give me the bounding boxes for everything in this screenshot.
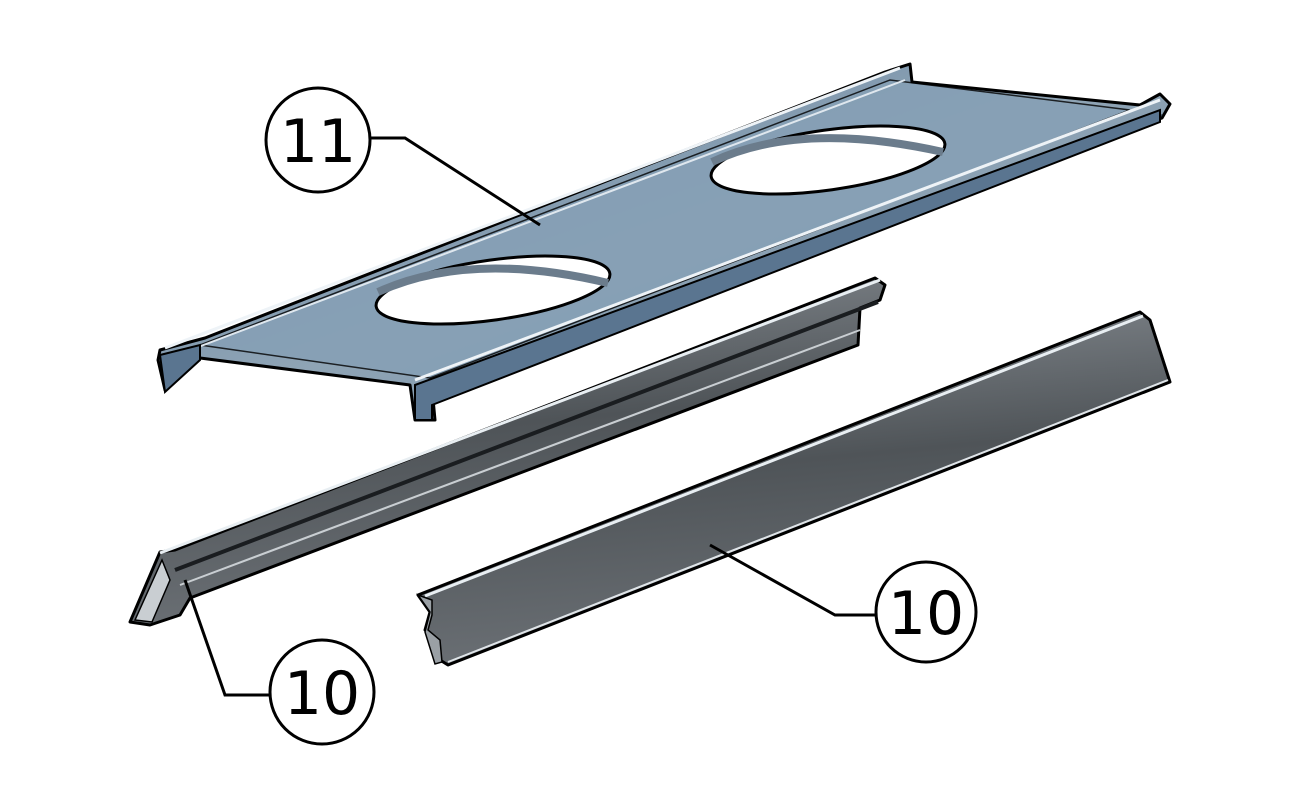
callout-11: 11 <box>264 86 541 227</box>
callout-10-right: 10 <box>709 543 978 664</box>
right-rail <box>416 310 1172 667</box>
left-rail <box>128 276 887 627</box>
leader-line-10-right <box>709 543 875 617</box>
callout-label-10-left: 10 <box>284 659 360 729</box>
leader-line-10-left <box>183 579 270 697</box>
callout-10-left: 10 <box>183 579 376 746</box>
callout-label-10-right: 10 <box>888 579 964 649</box>
callout-label-11: 11 <box>280 107 356 177</box>
mounting-plate <box>156 62 1172 422</box>
leader-line-11 <box>370 136 541 227</box>
